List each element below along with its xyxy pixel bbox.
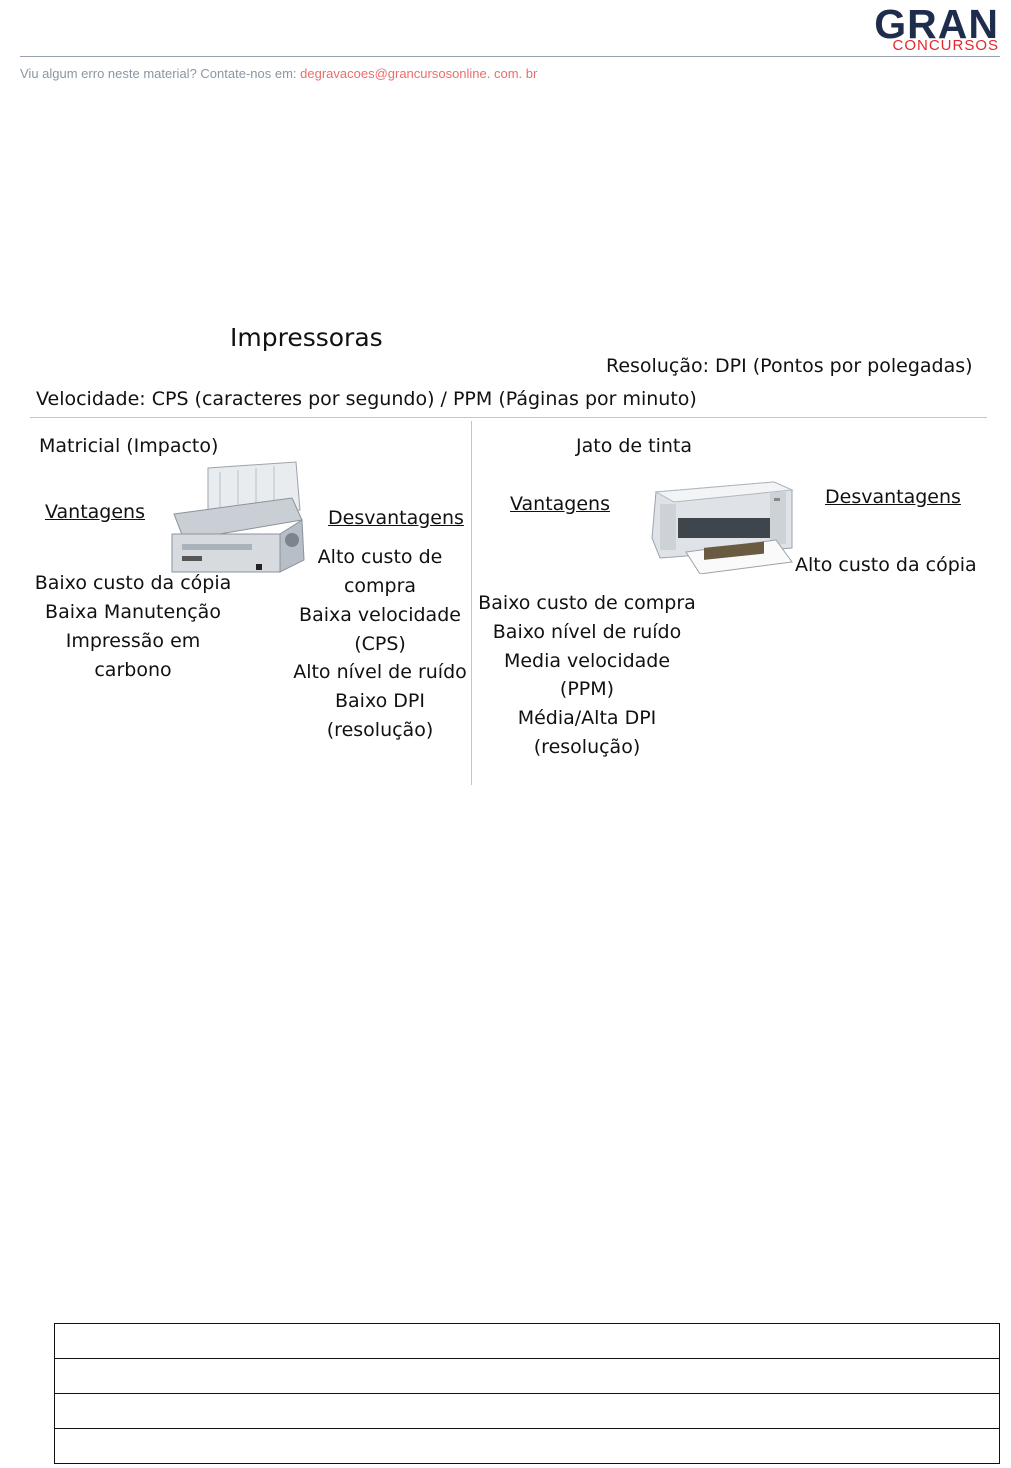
contact-text: Viu algum erro neste material? Contate-n… [20, 66, 301, 81]
speed-text: Velocidade: CPS (caracteres por segundo)… [36, 388, 697, 410]
inkjet-heading: Jato de tinta [576, 435, 693, 457]
matricial-disadvantage: (resolução) [326, 719, 434, 741]
contact-email-link[interactable]: degravacoes@grancursosonline. com. br [300, 66, 538, 81]
resolution-text: Resolução: DPI (Pontos por polegadas) [606, 355, 973, 377]
header-divider [20, 56, 1000, 57]
inkjet-advantages-label: Vantagens [510, 493, 610, 515]
table-row [54, 1393, 1000, 1429]
inkjet-disadvantages-label: Desvantagens [825, 486, 961, 508]
table-row [54, 1358, 1000, 1394]
inkjet-advantage: (PPM) [559, 678, 615, 700]
logo-gran: GRAN [874, 1, 999, 47]
table-cell [54, 1358, 1000, 1394]
matricial-advantages-label: Vantagens [45, 501, 145, 523]
inkjet-advantage: Baixo nível de ruído [492, 621, 682, 643]
slide-divider [30, 417, 987, 418]
table-row [54, 1428, 1000, 1464]
table-cell [54, 1428, 1000, 1464]
matricial-disadvantage: Baixo DPI [335, 690, 425, 712]
matricial-disadvantage: Baixa velocidade [299, 604, 461, 626]
matricial-advantage: Baixa Manutenção [45, 601, 221, 623]
matricial-advantage: Impressão em [65, 630, 201, 652]
inkjet-advantage: (resolução) [533, 736, 641, 758]
inkjet-printer-icon [651, 481, 794, 574]
dot-matrix-printer-icon [171, 461, 305, 573]
empty-notes-table [54, 1323, 1000, 1464]
matricial-disadvantage: compra [343, 575, 417, 597]
matricial-disadvantage: (CPS) [354, 633, 406, 655]
matricial-disadvantage: Alto custo de [317, 546, 443, 568]
inkjet-advantage: Media velocidade [503, 650, 671, 672]
matricial-heading: Matricial (Impacto) [39, 435, 219, 457]
inkjet-disadvantage: Alto custo da cópia [795, 554, 977, 576]
slide-title: Impressoras [230, 323, 383, 352]
matricial-disadvantage: Alto nível de ruído [293, 661, 467, 683]
table-cell [54, 1323, 1000, 1359]
inkjet-advantage: Média/Alta DPI [517, 707, 657, 729]
table-row [54, 1323, 1000, 1359]
matricial-advantage: Baixo custo da cópia [34, 572, 232, 594]
contact-line: Viu algum erro neste material? Contate-n… [20, 66, 537, 81]
table-cell [54, 1393, 1000, 1429]
column-divider [471, 421, 472, 785]
inkjet-advantage: Baixo custo de compra [478, 592, 696, 614]
matricial-disadvantages-label: Desvantagens [328, 507, 464, 529]
logo-concursos: CONCURSOS [892, 37, 999, 54]
matricial-advantage: carbono [94, 659, 172, 681]
